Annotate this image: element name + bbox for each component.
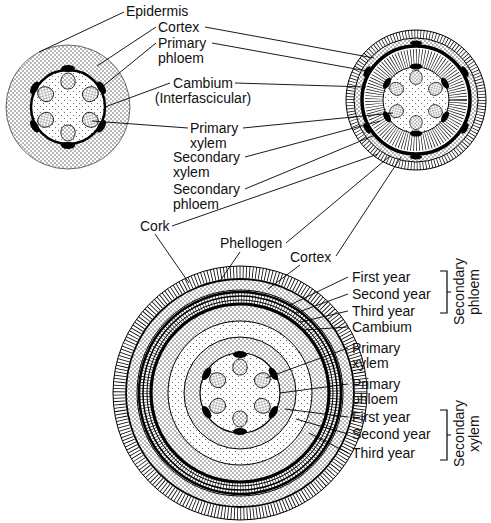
part-label: Cambium (Interfascicular) (148, 76, 258, 106)
part-label: Primary xylem (190, 121, 246, 151)
part-label: Epidermis (126, 4, 188, 19)
part-label: Second year (352, 287, 431, 302)
part-label: Primary phloem (158, 36, 218, 66)
part-label: Cambium (352, 320, 412, 335)
first-year-stem (346, 30, 486, 170)
part-label: First year (352, 270, 410, 285)
part-label: Third year (352, 446, 415, 461)
part-label: Cork (140, 219, 170, 234)
part-label: Primary phloem (352, 377, 408, 407)
young-stem (6, 45, 130, 169)
bracket (440, 271, 451, 460)
three-year-stem (113, 266, 367, 520)
part-label: Cortex (290, 250, 331, 265)
part-label: Secondary phloem (452, 246, 486, 338)
part-label: Secondary xylem (452, 388, 486, 480)
part-label: Second year (352, 427, 431, 442)
part-label: Secondary xylem (173, 150, 248, 180)
part-label: Cortex (158, 20, 199, 35)
part-label: First year (352, 410, 410, 425)
part-label: Primary xylem (352, 341, 408, 371)
part-label: Secondary phloem (173, 182, 248, 212)
part-label: Third year (352, 304, 415, 319)
part-label: Phellogen (220, 236, 282, 251)
leader-lines (39, 12, 401, 453)
